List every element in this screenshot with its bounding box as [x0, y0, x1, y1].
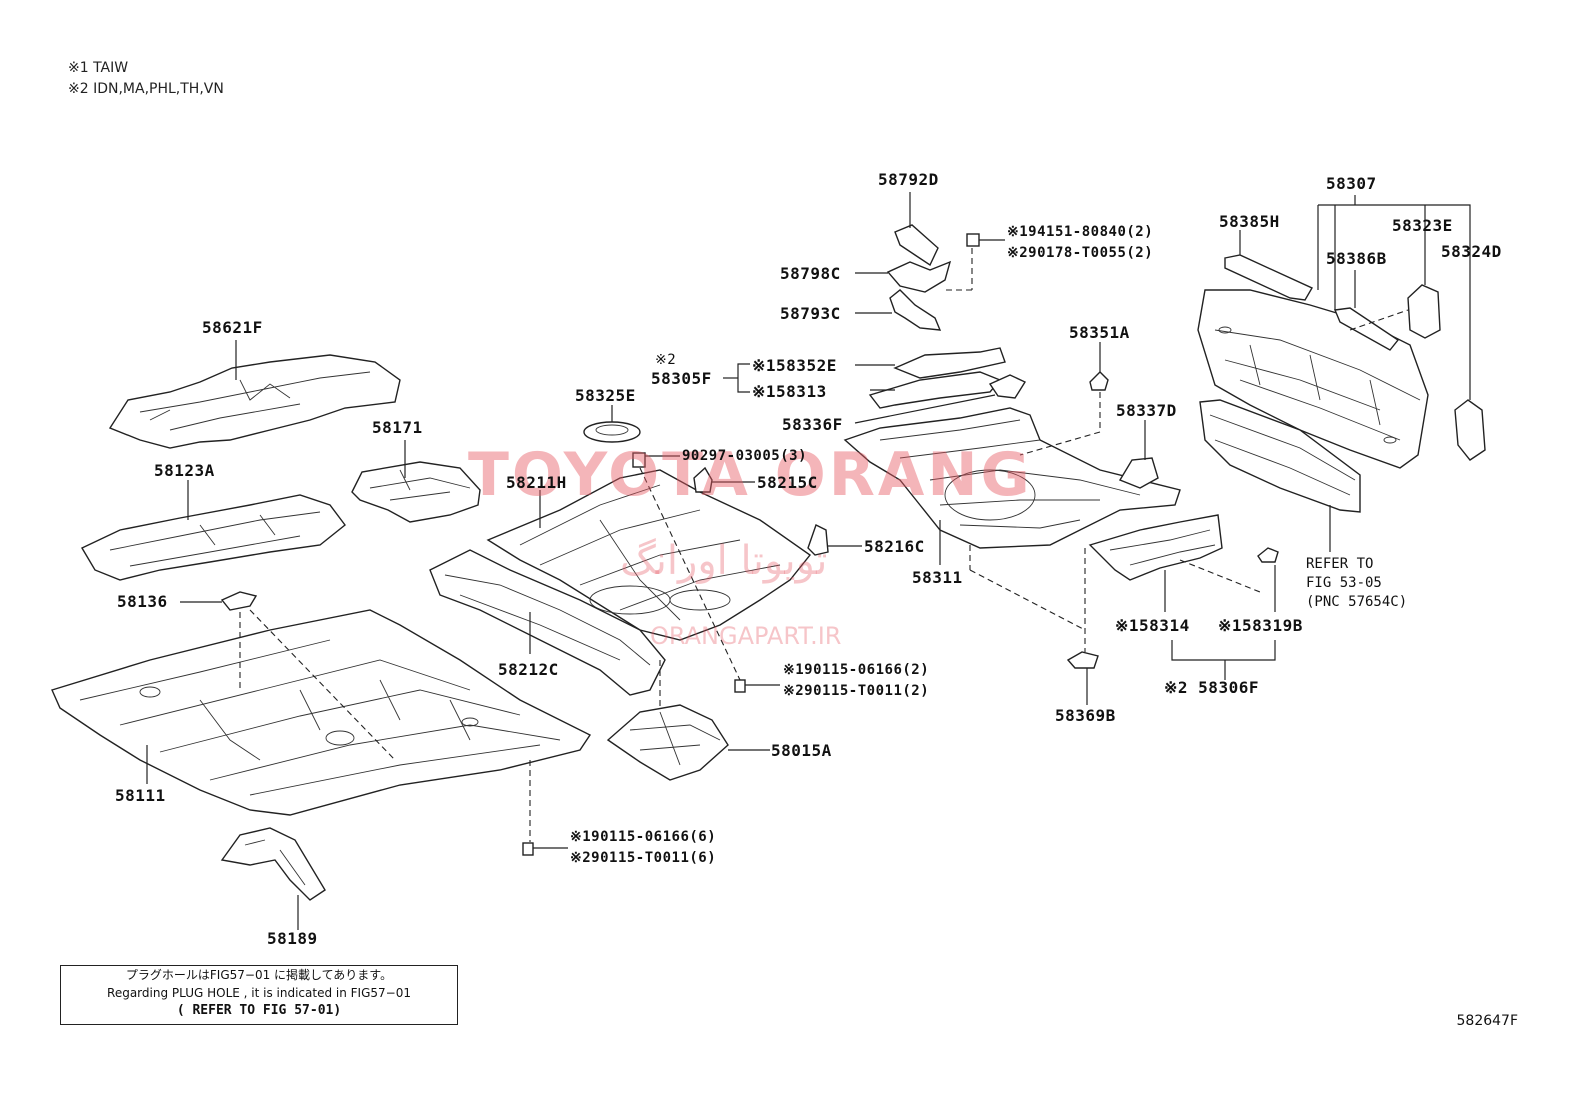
label-58305F-mark: ※2	[655, 352, 677, 368]
label-58369B[interactable]: 58369B	[1055, 706, 1116, 725]
part-58324D-shape	[1454, 399, 1486, 461]
label-58212C[interactable]: 58212C	[498, 660, 559, 679]
part-58211H-shape	[486, 469, 812, 641]
label-58314[interactable]: ※158314	[1115, 616, 1190, 635]
part-58136-shape	[220, 591, 258, 611]
label-90297-03005[interactable]: 90297-03005(3)	[682, 448, 808, 464]
figure-code: 582647F	[1456, 1013, 1519, 1029]
watermark-site: ORANGAPART.IR	[650, 622, 842, 650]
label-58305F[interactable]: 58305F	[651, 369, 712, 388]
part-58314-shape	[1088, 514, 1223, 581]
part-58171-shape	[351, 461, 481, 523]
part-58311-shape	[843, 407, 1181, 549]
label-58792D[interactable]: 58792D	[878, 170, 939, 189]
label-58216C[interactable]: 58216C	[864, 537, 925, 556]
label-58385H[interactable]: 58385H	[1219, 212, 1280, 231]
refer-line-2: FIG 53-05	[1306, 575, 1382, 591]
label-90115-06166-2[interactable]: ※190115-06166(2)	[783, 662, 930, 678]
part-58386B-shape	[1334, 307, 1400, 351]
part-58351A-shape	[1089, 371, 1109, 391]
leader-lines	[146, 192, 1471, 930]
part-58352E-58313-shape	[868, 347, 1027, 409]
label-58313[interactable]: ※158313	[752, 382, 827, 401]
label-58136[interactable]: 58136	[117, 592, 168, 611]
part-58212C-shape	[429, 549, 666, 696]
label-58386B[interactable]: 58386B	[1326, 249, 1387, 268]
part-5879x-shapes	[886, 224, 952, 331]
refer-line-1: REFER TO	[1306, 556, 1374, 572]
label-58621F[interactable]: 58621F	[202, 318, 263, 337]
part-58323E-shape	[1407, 284, 1441, 339]
note-regions: ※2 IDN,MA,PHL,TH,VN	[68, 81, 224, 97]
part-58621F-shape	[108, 354, 401, 449]
part-58215C-shape	[693, 466, 713, 493]
label-58325E[interactable]: 58325E	[575, 386, 636, 405]
label-58323E[interactable]: 58323E	[1392, 216, 1453, 235]
part-58189-shape	[220, 827, 326, 901]
label-58123A[interactable]: 58123A	[154, 461, 215, 480]
label-58352E[interactable]: ※158352E	[752, 356, 837, 375]
label-58324D[interactable]: 58324D	[1441, 242, 1502, 261]
part-lower-rear-panel-shape	[1199, 399, 1361, 513]
label-58793C[interactable]: 58793C	[780, 304, 841, 323]
label-58215C[interactable]: 58215C	[757, 473, 818, 492]
label-58311[interactable]: 58311	[912, 568, 963, 587]
label-58319B[interactable]: ※158319B	[1218, 616, 1303, 635]
label-58211H[interactable]: 58211H	[506, 473, 567, 492]
label-90115-06166-6[interactable]: ※190115-06166(6)	[570, 829, 717, 845]
label-58306F[interactable]: ※2 58306F	[1164, 678, 1259, 697]
part-58369B-shape	[1066, 651, 1099, 669]
label-58351A[interactable]: 58351A	[1069, 323, 1130, 342]
label-90115-T0011-6[interactable]: ※290115-T0011(6)	[570, 850, 717, 866]
part-58337D-shape	[1118, 457, 1159, 489]
label-58189[interactable]: 58189	[267, 929, 318, 948]
label-90178-T0055[interactable]: ※290178-T0055(2)	[1007, 245, 1154, 261]
plug-note-japanese: プラグホールはFIG57−01 に掲載してあります。	[125, 968, 393, 982]
part-58319B-shape	[1257, 547, 1279, 563]
label-58798C[interactable]: 58798C	[780, 264, 841, 283]
label-58015A[interactable]: 58015A	[771, 741, 832, 760]
label-58336F[interactable]: 58336F	[782, 415, 843, 434]
plug-note-english: Regarding PLUG HOLE , it is indicated in…	[107, 986, 411, 1000]
part-58015A-shape	[606, 704, 729, 781]
label-58111[interactable]: 58111	[115, 786, 166, 805]
label-58307[interactable]: 58307	[1326, 174, 1377, 193]
label-58171[interactable]: 58171	[372, 418, 423, 437]
label-94151-80840[interactable]: ※194151-80840(2)	[1007, 224, 1154, 240]
refer-fig-53-05[interactable]: REFER TO FIG 53-05 (PNC 57654C)	[1306, 555, 1407, 612]
note-taiw: ※1 TAIW	[68, 60, 129, 76]
part-58216C-shape	[807, 524, 829, 556]
watermark-brand: TOYOTA ORANG	[468, 440, 1033, 510]
plug-note-refer-link[interactable]: ( REFER TO FIG 57-01)	[176, 1003, 342, 1018]
part-58123A-shape	[81, 494, 346, 581]
label-58337D[interactable]: 58337D	[1116, 401, 1177, 420]
label-90115-T0011-2[interactable]: ※290115-T0011(2)	[783, 683, 930, 699]
part-58325E-shape	[583, 421, 641, 443]
bolt-shapes	[522, 233, 980, 856]
part-58111-shape	[51, 609, 592, 816]
refer-line-3: (PNC 57654C)	[1306, 594, 1408, 610]
dashed-lines	[239, 248, 1409, 842]
watermark-persian: تویوتا اورانگ	[620, 538, 828, 584]
plug-hole-note: プラグホールはFIG57−01 に掲載してあります。 Regarding PLU…	[60, 965, 458, 1025]
